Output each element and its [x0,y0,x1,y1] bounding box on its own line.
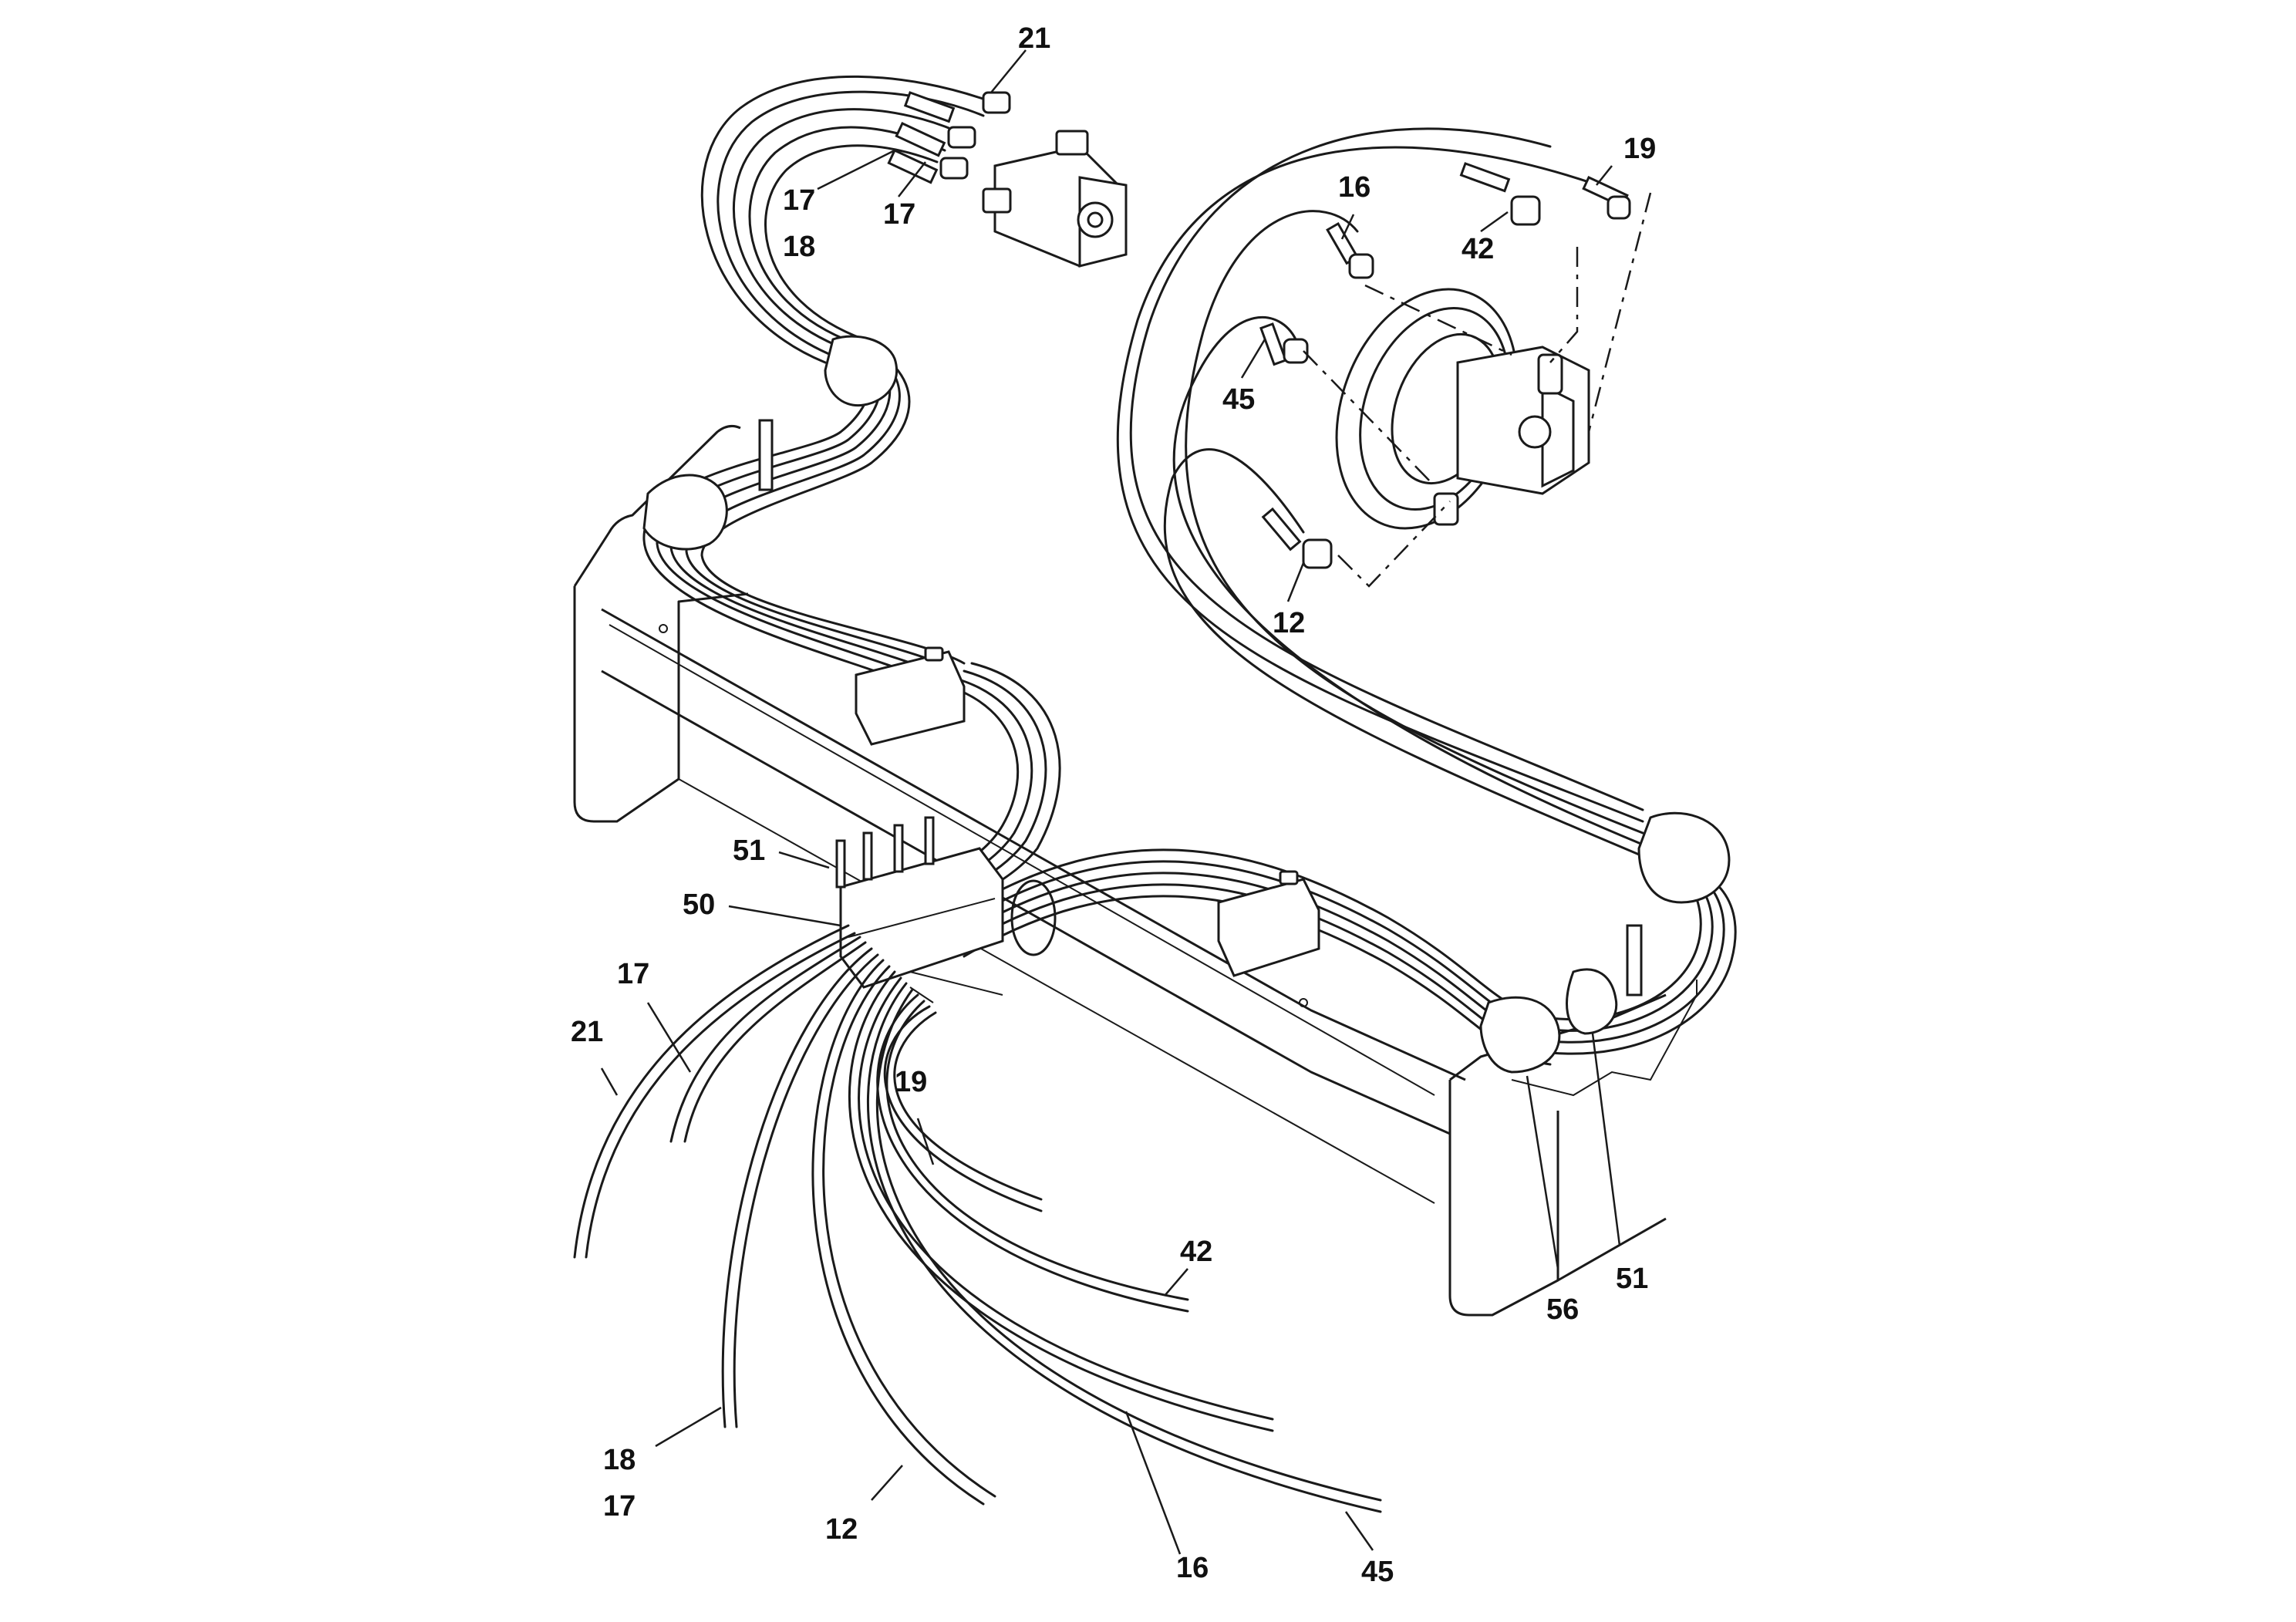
label-17-hose-bottom: 17 [603,1490,636,1523]
label-16-right: 16 [1338,171,1371,204]
label-21-top: 21 [1018,22,1050,55]
label-50: 50 [683,889,715,921]
upper-motor-assembly [700,75,1128,364]
label-18-top: 18 [783,231,815,263]
label-12-hose: 12 [825,1513,858,1546]
label-42-hose: 42 [1180,1236,1212,1268]
label-16-hose: 16 [1176,1552,1209,1584]
right-motor-assembly [1116,127,1652,858]
loose-hose-ends [573,924,1382,1513]
label-17-top-right: 17 [883,198,915,231]
callout-labels: 21 17 17 18 19 16 42 45 12 51 50 17 21 1… [571,22,1656,1588]
label-17-top-left: 17 [783,184,815,217]
hose-harness [642,335,1737,1074]
label-42-right: 42 [1462,233,1494,265]
label-51-right: 51 [1616,1263,1648,1295]
label-21-hose: 21 [571,1016,603,1048]
label-45-hose: 45 [1361,1556,1394,1588]
label-56: 56 [1546,1293,1579,1326]
leader-lines [600,49,1621,1555]
chassis-frame [573,424,1698,1317]
label-45-right: 45 [1222,383,1255,416]
label-19-hose: 19 [895,1066,927,1098]
label-19-right: 19 [1623,133,1656,165]
label-18-hose: 18 [603,1444,636,1476]
label-17-hose: 17 [617,958,649,990]
label-12-right: 12 [1273,607,1305,639]
label-51-left: 51 [733,835,765,867]
